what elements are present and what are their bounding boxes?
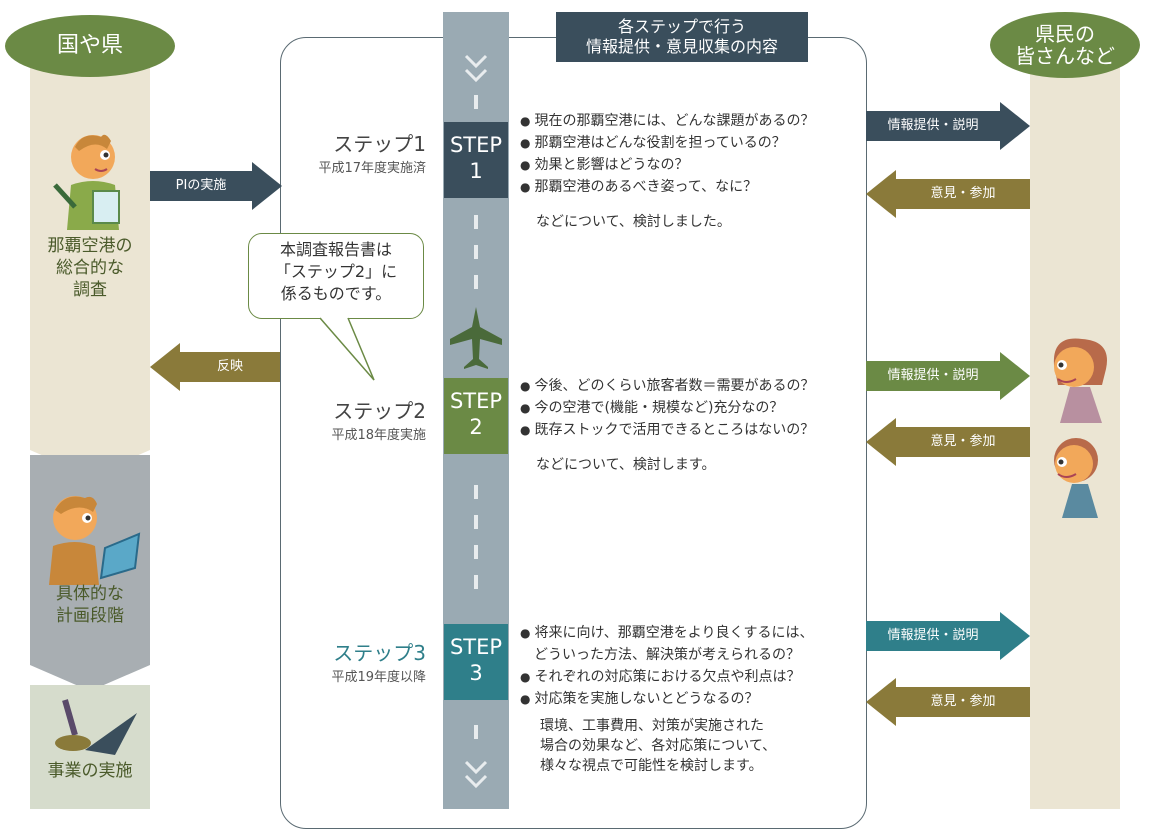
step3-info-arrow: 情報提供・説明 xyxy=(866,612,1030,660)
step2-bullets: 今後、どのくらい旅客者数＝需要があるの？ 今の空港で(機能・規模など)充分なの？… xyxy=(520,375,814,441)
chevron-down-icon xyxy=(464,54,488,83)
runway-dash xyxy=(474,575,478,589)
step1-period: 平成17年度実施済 xyxy=(318,161,426,176)
step2-period: 平成18年度実施 xyxy=(331,428,426,443)
planner-illustration xyxy=(49,496,141,585)
citizens-header: 県民の 皆さんなど xyxy=(990,12,1140,78)
runway-dash xyxy=(474,245,478,259)
citizen-child-illustration xyxy=(1054,438,1098,518)
list-item: 既存ストックで活用できるところはないの？ xyxy=(520,419,814,441)
list-item: それぞれの対応策における欠点や利点は？ xyxy=(520,666,814,688)
step3-box: STEP 3 xyxy=(444,624,508,700)
runway-dash xyxy=(474,545,478,559)
list-item: 今の空港で(機能・規模など)充分なの？ xyxy=(520,397,814,419)
step3-name: ステップ3 xyxy=(333,641,426,665)
list-item: 対応策を実施しないとどうなるの？ xyxy=(520,688,814,710)
runway-dash xyxy=(474,95,478,109)
step1-note: などについて、検討しました。 xyxy=(536,214,731,230)
step1-bullets: 現在の那覇空港には、どんな課題があるの？ 那覇空港はどんな役割を担っているの？ … xyxy=(520,110,814,198)
list-item: 今後、どのくらい旅客者数＝需要があるの？ xyxy=(520,375,814,397)
runway-dash xyxy=(474,215,478,229)
list-item: 効果と影響はどうなの？ xyxy=(520,154,814,176)
step2-opinion-arrow: 意見・参加 xyxy=(866,418,1030,466)
step1-box: STEP 1 xyxy=(444,122,508,198)
callout-tail xyxy=(319,317,375,381)
step3-opinion-arrow: 意見・参加 xyxy=(866,678,1030,726)
list-item: 現在の那覇空港には、どんな課題があるの？ xyxy=(520,110,814,132)
citizen-woman-illustration xyxy=(1053,338,1107,423)
step2-box: STEP 2 xyxy=(444,378,508,454)
step3-period: 平成19年度以降 xyxy=(331,670,426,685)
step2-info-arrow: 情報提供・説明 xyxy=(866,352,1030,400)
step2-name: ステップ2 xyxy=(333,399,426,423)
step1-info-arrow: 情報提供・説明 xyxy=(866,102,1030,150)
center-header: 各ステップで行う 情報提供・意見収集の内容 xyxy=(556,12,808,62)
list-item: 那覇空港はどんな役割を担っているの？ xyxy=(520,132,814,154)
government-header: 国や県 xyxy=(5,15,175,77)
left-column-stage1 xyxy=(30,60,150,450)
stage1-label: 那覇空港の 総合的な 調査 xyxy=(47,236,133,300)
stage2-label: 具体的な 計画段階 xyxy=(56,584,124,626)
list-item: 那覇空港のあるべき姿って、なに？ xyxy=(520,176,814,198)
researcher-illustration xyxy=(53,134,120,230)
runway-dash xyxy=(474,275,478,289)
right-column xyxy=(1030,60,1120,809)
chevron-down-icon xyxy=(464,760,488,789)
pi-arrow: PIの実施 xyxy=(150,162,282,210)
runway-dash xyxy=(474,725,478,739)
report-callout: 本調査報告書は 「ステップ2」に 係るものです。 xyxy=(248,233,424,319)
list-item: 将来に向け、那覇空港をより良くするには、 どういった方法、解決策が考えられるの？ xyxy=(520,622,814,666)
step3-note: 環境、工事費用、対策が実施された 場合の効果など、各対応策について、 様々な視点… xyxy=(540,718,777,774)
step1-name: ステップ1 xyxy=(333,132,426,156)
construction-illustration xyxy=(55,699,137,755)
stage3-label: 事業の実施 xyxy=(47,761,133,781)
airplane-icon xyxy=(450,307,502,369)
step3-bullets: 将来に向け、那覇空港をより良くするには、 どういった方法、解決策が考えられるの？… xyxy=(520,622,814,710)
runway-dash xyxy=(474,515,478,529)
step1-opinion-arrow: 意見・参加 xyxy=(866,170,1030,218)
feedback-arrow: 反映 xyxy=(150,343,280,391)
step2-note: などについて、検討します。 xyxy=(536,457,716,473)
runway-dash xyxy=(474,485,478,499)
